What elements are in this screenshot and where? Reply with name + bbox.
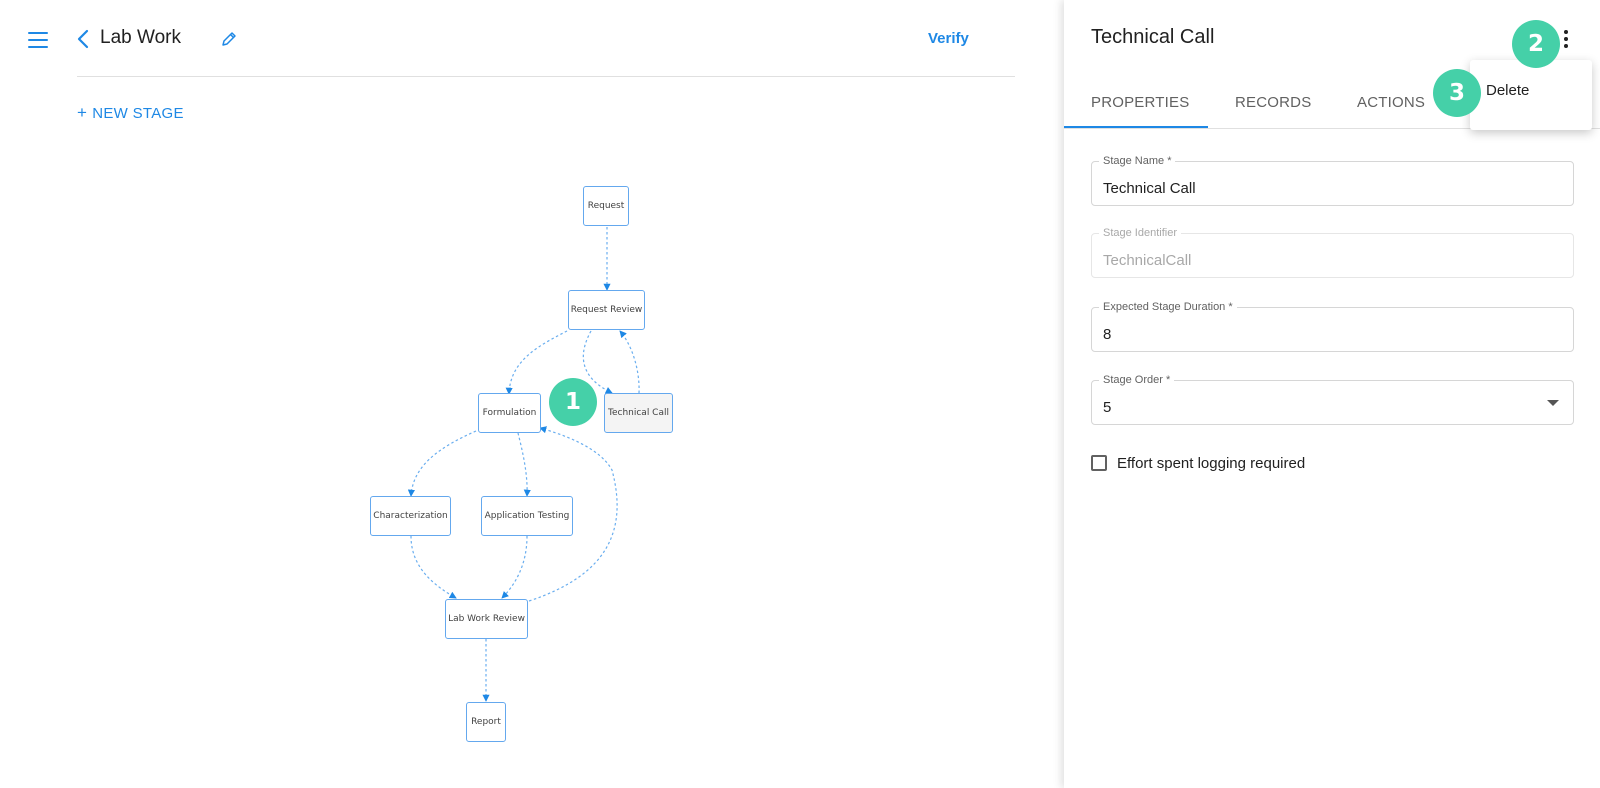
node-characterization[interactable]: Characterization	[370, 496, 451, 536]
node-technical-call[interactable]: Technical Call	[604, 393, 673, 433]
header-divider	[77, 76, 1015, 77]
effort-logging-checkbox[interactable]	[1091, 455, 1107, 471]
effort-logging-label: Effort spent logging required	[1117, 455, 1306, 472]
stage-identifier-field: Stage Identifier TechnicalCall	[1091, 227, 1574, 278]
node-application-testing[interactable]: Application Testing	[481, 496, 573, 536]
stage-name-field[interactable]: Stage Name * Technical Call	[1091, 155, 1574, 206]
expected-duration-value: 8	[1103, 326, 1112, 343]
node-request-review[interactable]: Request Review	[568, 290, 645, 330]
stage-order-value: 5	[1103, 399, 1112, 416]
options-menu: Delete	[1470, 60, 1592, 130]
expected-duration-label: Expected Stage Duration *	[1099, 301, 1237, 313]
edge-formulation-to-characterization	[407, 430, 477, 497]
edit-pencil-icon[interactable]	[219, 29, 239, 49]
stage-order-label: Stage Order *	[1099, 374, 1175, 386]
step-badge-1: 1	[549, 378, 597, 426]
tab-actions[interactable]: ACTIONS	[1357, 94, 1426, 111]
stage-name-value: Technical Call	[1103, 180, 1196, 197]
menu-icon[interactable]	[28, 30, 48, 48]
edge-formulation-to-application-testing	[517, 432, 531, 497]
workflow-title: Lab Work	[100, 27, 181, 48]
tab-records[interactable]: RECORDS	[1235, 94, 1312, 111]
stage-order-select[interactable]: Stage Order * 5	[1091, 374, 1574, 425]
stage-identifier-value: TechnicalCall	[1103, 252, 1192, 269]
edge-application-testing-to-lab-work-review	[501, 535, 528, 599]
edge-technical-call-to-request-review	[619, 330, 640, 394]
tab-properties[interactable]: PROPERTIES	[1091, 94, 1190, 111]
panel-tabs: PROPERTIES RECORDS ACTIONS	[1064, 82, 1600, 129]
node-request[interactable]: Request	[583, 186, 629, 226]
more-options-icon[interactable]	[1561, 28, 1571, 50]
edge-characterization-to-lab-work-review	[410, 535, 457, 599]
edge-request-review-to-formulation	[505, 330, 568, 395]
stage-name-label: Stage Name *	[1099, 155, 1176, 167]
new-stage-button[interactable]: +NEW STAGE	[77, 103, 184, 123]
new-stage-label: NEW STAGE	[92, 105, 184, 122]
node-report[interactable]: Report	[466, 702, 506, 742]
edge-request-review-to-technical-call	[582, 330, 613, 394]
dropdown-caret-icon	[1547, 400, 1559, 406]
step-badge-2: 2	[1512, 20, 1560, 68]
step-badge-3: 3	[1433, 69, 1481, 117]
node-formulation[interactable]: Formulation	[478, 393, 541, 433]
stage-identifier-label: Stage Identifier	[1099, 227, 1181, 239]
back-arrow-icon[interactable]	[76, 28, 90, 50]
workflow-edges	[407, 227, 640, 702]
expected-duration-field[interactable]: Expected Stage Duration * 8	[1091, 301, 1574, 352]
stage-properties-panel: Technical Call PROPERTIES RECORDS ACTION…	[1064, 0, 1600, 788]
node-lab-work-review[interactable]: Lab Work Review	[445, 599, 528, 639]
workflow-editor: Lab Work Verify +NEW STAGE Request Reque…	[28, 27, 1015, 742]
plus-icon: +	[77, 103, 88, 122]
delete-menu-item[interactable]: Delete	[1486, 82, 1530, 99]
active-tab-indicator	[1064, 126, 1208, 128]
verify-button[interactable]: Verify	[928, 30, 969, 47]
edge-lab-work-review-to-formulation	[528, 426, 618, 602]
panel-title: Technical Call	[1091, 26, 1215, 48]
